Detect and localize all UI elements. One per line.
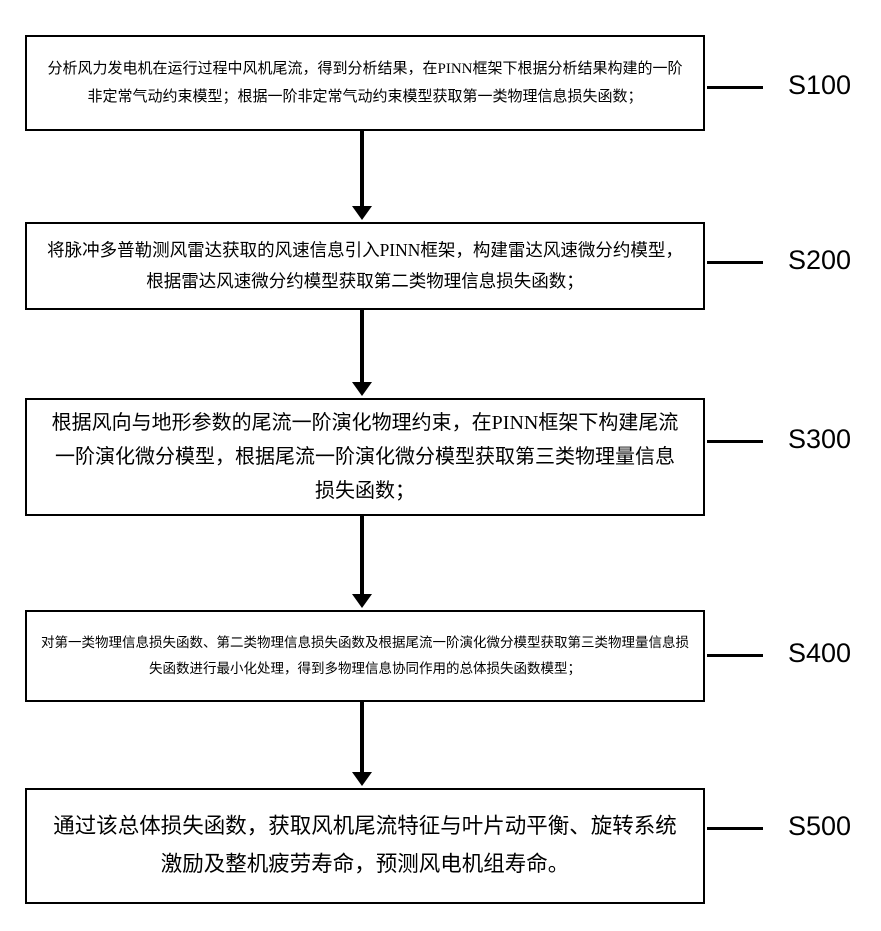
- arrow-down-icon: [351, 310, 373, 396]
- flow-step-text: 通过该总体损失函数，获取风机尾流特征与叶片动平衡、旋转系统激励及整机疲劳寿命，预…: [53, 814, 677, 876]
- arrow-down-icon: [351, 131, 373, 220]
- flow-step-text: 将脉冲多普勒测风雷达获取的风速信息引入PINN框架，构建雷达风速微分约模型，根据…: [47, 240, 683, 291]
- flow-step-text: 根据风向与地形参数的尾流一阶演化物理约束，在PINN框架下构建尾流一阶演化微分模…: [51, 412, 679, 502]
- step-label-s500: S500: [788, 811, 852, 841]
- step-connector-line: [707, 440, 763, 443]
- arrow-head: [352, 382, 372, 396]
- arrow-down-icon: [351, 702, 373, 786]
- arrow-head: [352, 206, 372, 220]
- arrow-shaft: [360, 702, 364, 774]
- flow-step-box-s400: 对第一类物理信息损失函数、第二类物理信息损失函数及根据尾流一阶演化微分模型获取第…: [25, 610, 705, 702]
- arrow-head: [352, 772, 372, 786]
- step-connector-line: [707, 827, 763, 830]
- flow-step-text: 对第一类物理信息损失函数、第二类物理信息损失函数及根据尾流一阶演化微分模型获取第…: [41, 634, 689, 676]
- step-connector-line: [707, 261, 763, 264]
- flow-step-box-s100: 分析风力发电机在运行过程中风机尾流，得到分析结果，在PINN框架下根据分析结果构…: [25, 35, 705, 131]
- arrow-shaft: [360, 516, 364, 596]
- flow-step-text: 分析风力发电机在运行过程中风机尾流，得到分析结果，在PINN框架下根据分析结果构…: [47, 60, 683, 106]
- step-label-s200: S200: [788, 245, 852, 275]
- step-connector-line: [707, 654, 763, 657]
- step-label-s100: S100: [788, 70, 852, 100]
- arrow-down-icon: [351, 516, 373, 608]
- arrow-shaft: [360, 131, 364, 208]
- flow-step-box-s300: 根据风向与地形参数的尾流一阶演化物理约束，在PINN框架下构建尾流一阶演化微分模…: [25, 398, 705, 516]
- step-connector-line: [707, 86, 763, 89]
- step-label-s400: S400: [788, 638, 852, 668]
- arrow-shaft: [360, 310, 364, 384]
- arrow-head: [352, 594, 372, 608]
- flow-step-box-s500: 通过该总体损失函数，获取风机尾流特征与叶片动平衡、旋转系统激励及整机疲劳寿命，预…: [25, 788, 705, 904]
- flow-step-box-s200: 将脉冲多普勒测风雷达获取的风速信息引入PINN框架，构建雷达风速微分约模型，根据…: [25, 222, 705, 310]
- step-label-s300: S300: [788, 424, 852, 454]
